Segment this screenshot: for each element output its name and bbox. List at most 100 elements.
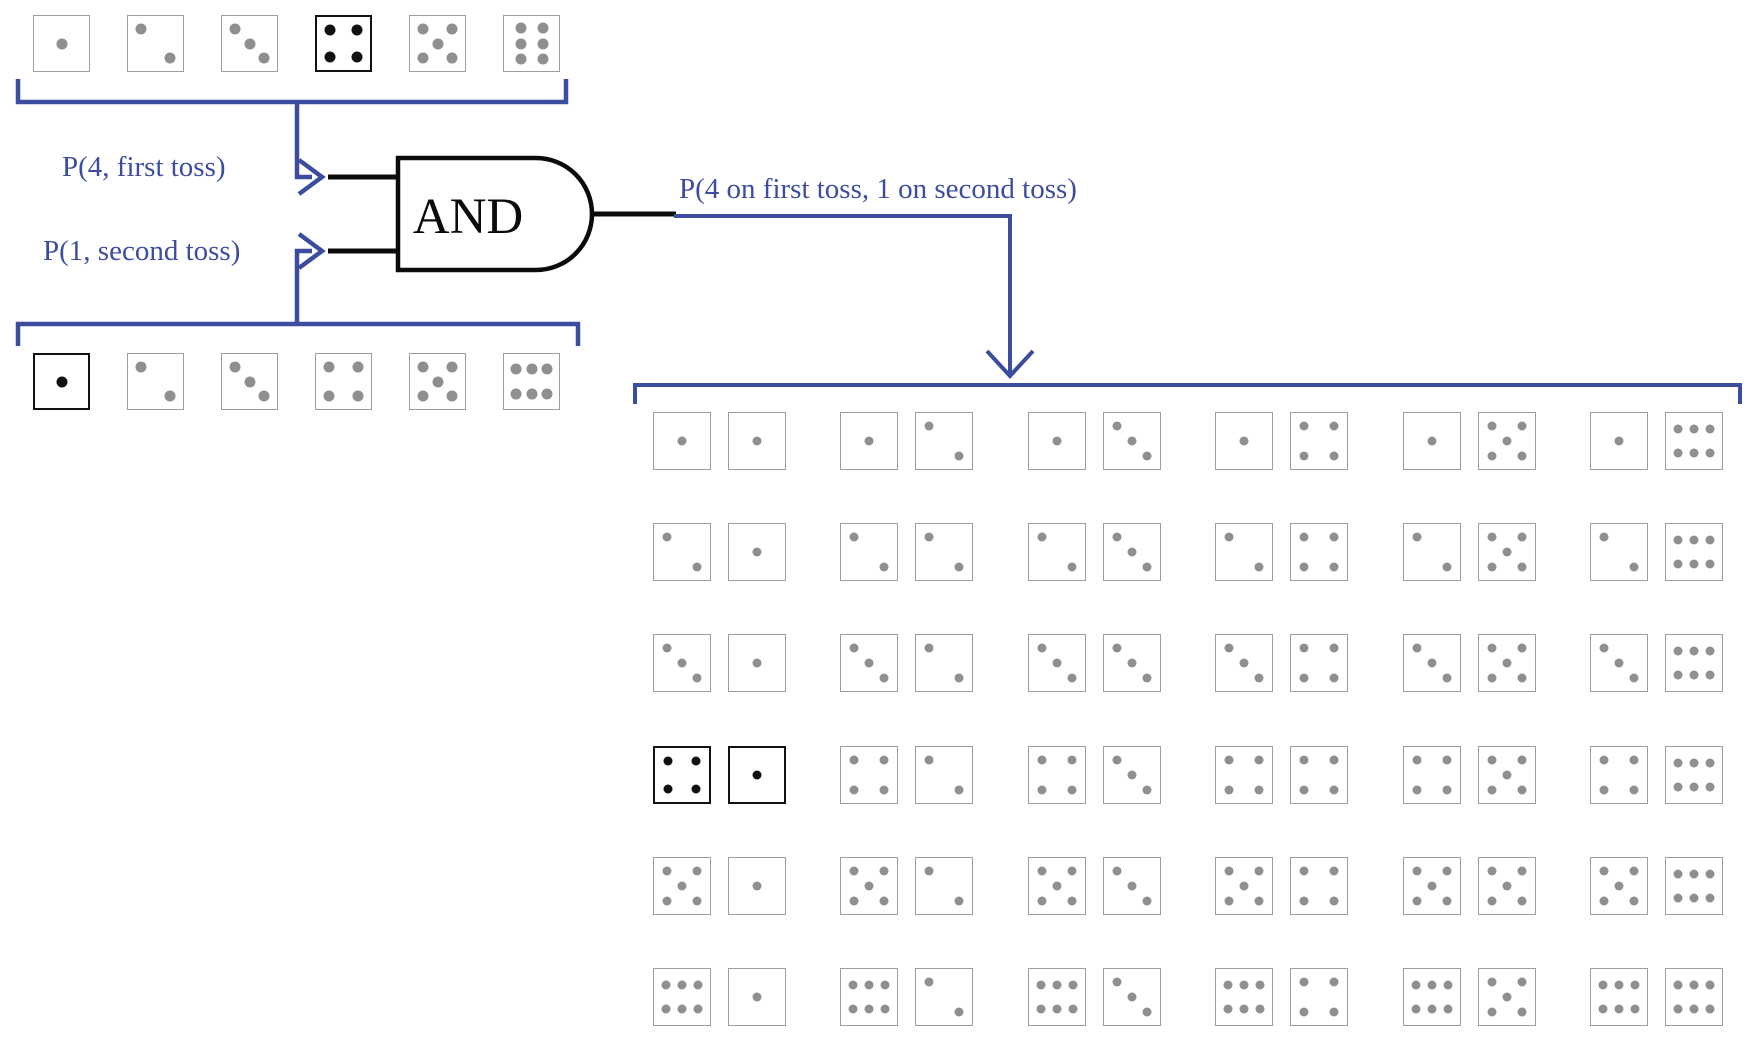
pip (1630, 980, 1640, 990)
pip (1689, 1004, 1699, 1014)
pip (541, 363, 553, 375)
pip (1412, 896, 1422, 906)
pip (1487, 532, 1497, 542)
pip (1599, 866, 1609, 876)
pip (954, 673, 964, 683)
pip (677, 658, 687, 668)
pip (1239, 881, 1249, 891)
pip (1329, 532, 1339, 542)
pip (1487, 673, 1497, 683)
pip (1689, 893, 1699, 903)
die-first-toss-6 (503, 15, 560, 72)
pip (1037, 755, 1047, 765)
pip (1599, 896, 1609, 906)
pip (244, 38, 255, 49)
die-outcome-1-3-second (1103, 412, 1161, 470)
pip (1299, 562, 1309, 572)
pip (752, 658, 762, 668)
pip (432, 376, 443, 387)
pip (1067, 896, 1077, 906)
pip (849, 896, 859, 906)
second-toss-label: P(1, second toss) (43, 235, 241, 267)
pip (526, 388, 537, 400)
pip (1487, 451, 1497, 461)
and-gate-icon (395, 155, 595, 273)
pip (1254, 562, 1264, 572)
die-second-toss-6 (503, 353, 560, 410)
pip (1068, 980, 1078, 990)
pip (1224, 785, 1234, 795)
pip (56, 38, 67, 49)
first-toss-bracket (15, 79, 569, 105)
pip (1673, 646, 1683, 656)
pip (752, 436, 762, 446)
pip (849, 785, 859, 795)
pip (351, 24, 363, 36)
pip (691, 756, 701, 766)
pip (1599, 532, 1609, 542)
pip (693, 980, 703, 990)
pip (692, 866, 702, 876)
pip (324, 24, 336, 36)
pip (1673, 980, 1683, 990)
pip (1487, 755, 1497, 765)
pip (1673, 758, 1683, 768)
pip (1036, 1004, 1046, 1014)
pip (1112, 532, 1122, 542)
pip (692, 896, 702, 906)
pip (1517, 421, 1527, 431)
pip (537, 22, 548, 34)
pip (864, 658, 874, 668)
die-outcome-6-5-first (1403, 968, 1461, 1026)
die-outcome-4-5-second (1478, 746, 1536, 804)
pip (1127, 881, 1137, 891)
pip (1673, 869, 1683, 879)
die-outcome-2-6-second (1665, 523, 1723, 581)
die-outcome-2-5-second (1478, 523, 1536, 581)
pip (1127, 992, 1137, 1002)
pip (1502, 436, 1512, 446)
pip (849, 866, 859, 876)
pip (417, 52, 429, 64)
first-toss-arrow-icon (297, 158, 326, 196)
die-outcome-1-6-first (1590, 412, 1648, 470)
pip (1299, 785, 1309, 795)
pip (663, 784, 673, 794)
die-outcome-4-2-second (915, 746, 973, 804)
die-first-toss-2 (127, 15, 184, 72)
pip (1142, 1007, 1152, 1017)
pip (880, 1004, 890, 1014)
pip (1127, 547, 1137, 557)
pip (1705, 980, 1715, 990)
pip (1705, 424, 1715, 434)
pip (1067, 673, 1077, 683)
die-outcome-1-2-second (915, 412, 973, 470)
pip (1517, 532, 1527, 542)
pip (1329, 1007, 1339, 1017)
pip (1629, 866, 1639, 876)
pip (1705, 869, 1715, 879)
die-outcome-2-3-second (1103, 523, 1161, 581)
die-outcome-3-1-first (653, 634, 711, 692)
pip (1255, 1004, 1265, 1014)
pip (1052, 980, 1062, 990)
pip (352, 390, 364, 402)
die-outcome-4-6-first (1590, 746, 1648, 804)
pip (1112, 421, 1122, 431)
pip (510, 388, 522, 400)
die-outcome-6-1-first (653, 968, 711, 1026)
pip (1112, 755, 1122, 765)
pip (1705, 535, 1715, 545)
pip (954, 896, 964, 906)
die-outcome-6-5-second (1478, 968, 1536, 1026)
die-outcome-2-5-first (1403, 523, 1461, 581)
pip (1502, 881, 1512, 891)
pip (1127, 658, 1137, 668)
pip (446, 361, 458, 373)
pip (164, 52, 176, 64)
pip (1223, 980, 1233, 990)
pip (1224, 896, 1234, 906)
pip (1673, 424, 1683, 434)
die-outcome-2-1-first (653, 523, 711, 581)
pip (849, 755, 859, 765)
